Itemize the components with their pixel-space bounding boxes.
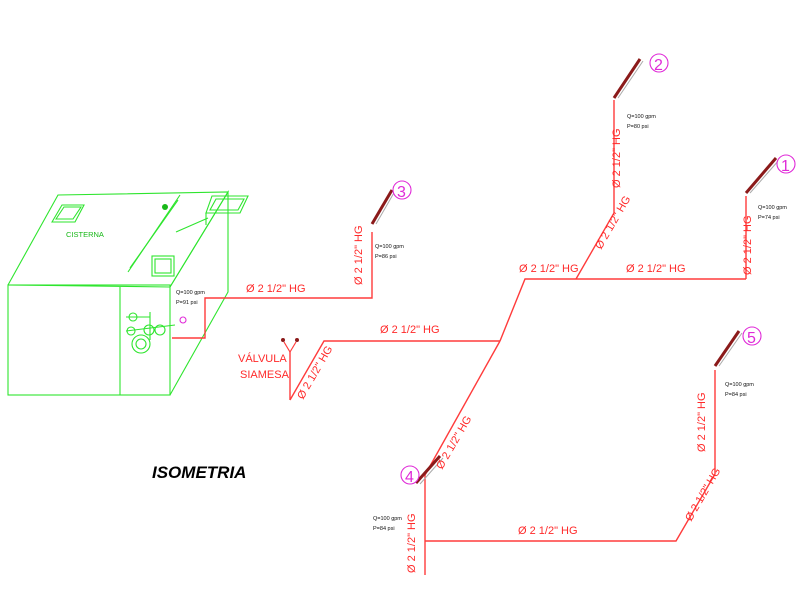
outlet-2-number: 2 (654, 57, 663, 74)
pipe-label-riser-5: Ø 2 1/2" HG (696, 392, 708, 452)
pipe-label-riser-3: Ø 2 1/2" HG (353, 225, 365, 285)
pipe-label-riser-4: Ø 2 1/2" HG (406, 513, 418, 573)
outlet-1-marker (776, 154, 796, 174)
pipe-label-diag-valve: Ø 2 1/2" HG (295, 344, 335, 402)
pipe-label-diag-2: Ø 2 1/2" HG (593, 194, 633, 252)
pipe-label-horizontal-2: Ø 2 1/2" HG (380, 324, 440, 336)
outlet-3-marker (392, 180, 412, 200)
outlet-1-flow: Q=100 gpm (758, 205, 787, 211)
outlet-3-pressure: P=86 psi (375, 254, 397, 260)
outlet-5-flow: Q=100 gpm (725, 382, 754, 388)
cistern-label: CISTERNA (66, 230, 104, 239)
valve-label-line2: SIAMESA (240, 369, 290, 381)
siamese-valve-symbol (281, 338, 299, 353)
pipe-label-riser-1: Ø 2 1/2" HG (742, 215, 754, 275)
outlet-5-number: 5 (747, 330, 756, 347)
outlet-5-marker (742, 326, 762, 346)
outlet-1-pressure: P=74 psi (758, 215, 780, 221)
outlet-1-number: 1 (781, 158, 790, 175)
pipe-label-horizontal-1: Ø 2 1/2" HG (246, 283, 306, 295)
pipe-label-horizontal-3: Ø 2 1/2" HG (519, 263, 579, 275)
pump-pressure: P=91 psi (176, 300, 198, 306)
outlet-2-marker (649, 53, 669, 73)
outlet-4-marker (400, 465, 420, 485)
valve-label-line1: VÁLVULA (238, 352, 287, 365)
pipe-network (172, 58, 780, 575)
outlet-4-flow: Q=100 gpm (373, 516, 402, 522)
pump-flow: Q=100 gpm (176, 290, 205, 296)
pipe-label-horizontal-5: Ø 2 1/2" HG (518, 525, 578, 537)
pipe-label-horizontal-4: Ø 2 1/2" HG (626, 263, 686, 275)
outlet-5-pressure: P=84 psi (725, 392, 747, 398)
drawing-title: ISOMETRIA (152, 463, 246, 482)
outlet-3-number: 3 (397, 184, 406, 201)
outlet-4-number: 4 (405, 469, 414, 486)
cistern-tank (7, 190, 249, 396)
pipe-label-diag-5: Ø 2 1/2" HG (683, 466, 723, 524)
outlet-3-flow: Q=100 gpm (375, 244, 404, 250)
outlet-2-flow: Q=100 gpm (627, 114, 656, 120)
pipe-label-riser-2: Ø 2 1/2" HG (611, 128, 623, 188)
outlet-4-pressure: P=84 psi (373, 526, 395, 532)
outlet-2-pressure: P=80 psi (627, 124, 649, 130)
